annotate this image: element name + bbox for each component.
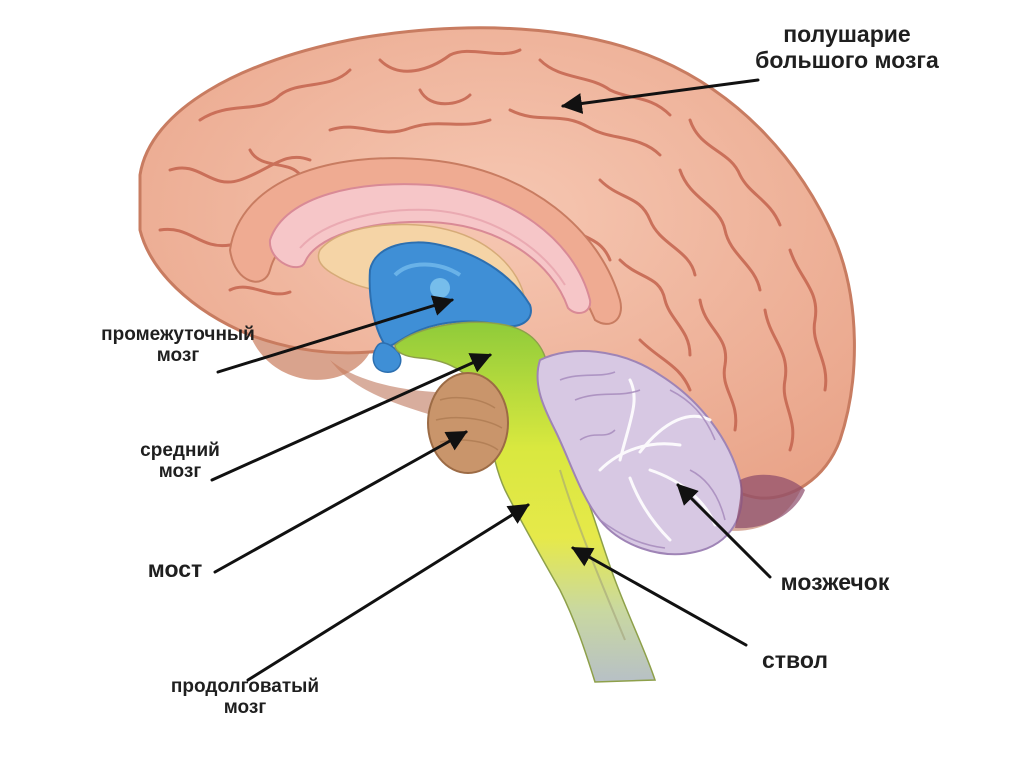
label-hemisphere-line2: большого мозга xyxy=(722,48,972,74)
pons xyxy=(428,373,508,473)
label-midbrain: средний мозг xyxy=(105,440,255,483)
label-diencephalon: промежуточный мозг xyxy=(58,324,298,367)
label-hemisphere: полушарие большого мозга xyxy=(722,22,972,74)
label-hemisphere-line1: полушарие xyxy=(722,22,972,48)
label-diencephalon-line1: промежуточный xyxy=(58,324,298,345)
label-midbrain-line2: мозг xyxy=(105,461,255,482)
label-pons: мост xyxy=(125,557,225,583)
label-brainstem-text: ствол xyxy=(735,648,855,674)
label-midbrain-line1: средний xyxy=(105,440,255,461)
label-diencephalon-line2: мозг xyxy=(58,345,298,366)
label-cerebellum: мозжечок xyxy=(740,570,930,596)
label-medulla-line1: продолговатый xyxy=(115,676,375,697)
label-pons-text: мост xyxy=(125,557,225,583)
label-brainstem: ствол xyxy=(735,648,855,674)
label-medulla-line2: мозг xyxy=(115,697,375,718)
label-cerebellum-text: мозжечок xyxy=(740,570,930,596)
label-medulla: продолговатый мозг xyxy=(115,676,375,719)
